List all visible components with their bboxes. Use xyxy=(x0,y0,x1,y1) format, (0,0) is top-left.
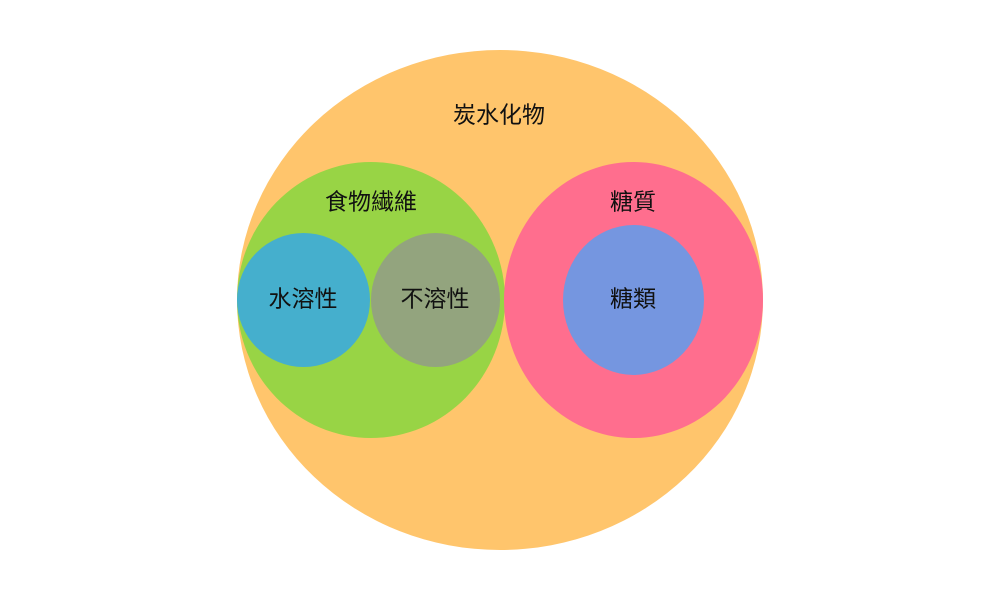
sugars-label: 糖類 xyxy=(610,286,656,313)
insoluble-circle xyxy=(371,233,500,367)
water-soluble-label: 水溶性 xyxy=(268,286,338,313)
water-soluble-circle xyxy=(237,233,370,367)
sugars-circle xyxy=(563,225,704,375)
carbohydrate-label: 炭水化物 xyxy=(453,102,545,129)
sugar-substance-label: 糖質 xyxy=(610,189,656,216)
insoluble-label: 不溶性 xyxy=(400,286,470,313)
dietary-fiber-label: 食物繊維 xyxy=(325,189,417,216)
